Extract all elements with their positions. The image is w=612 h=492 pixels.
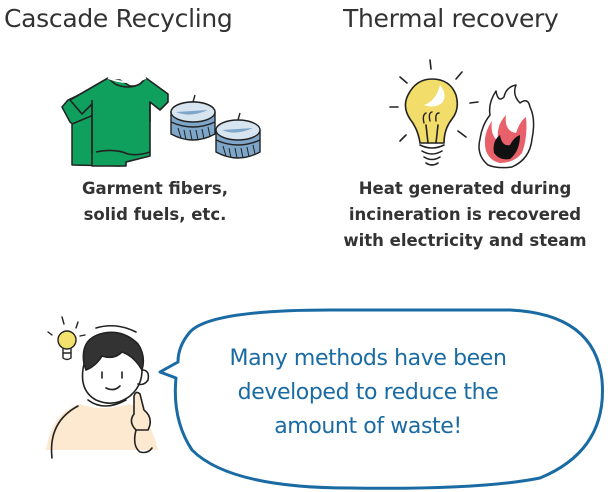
lightbulb-and-fire-icon xyxy=(389,59,535,169)
caption-line: Heat generated during xyxy=(358,179,572,198)
thermal-recovery-title: Thermal recovery xyxy=(343,4,559,33)
speech-line: developed to reduce the xyxy=(237,380,499,405)
speech-bubble xyxy=(158,308,604,490)
speech-line: Many methods have been xyxy=(229,346,507,371)
boy-character-icon xyxy=(46,316,158,459)
thermal-recovery-caption: Heat generated during incineration is re… xyxy=(320,176,610,254)
cascade-recycling-title: Cascade Recycling xyxy=(4,4,233,33)
caption-line: incineration is recovered xyxy=(348,205,582,224)
caption-line: Garment fibers, xyxy=(81,179,229,198)
tshirts-and-pellets-icon xyxy=(61,77,261,167)
cascade-recycling-caption: Garment fibers, solid fuels, etc. xyxy=(40,176,270,228)
caption-line: with electricity and steam xyxy=(343,231,587,250)
speech-bubble-text: Many methods have been developed to redu… xyxy=(198,342,538,444)
idea-lightbulb-icon xyxy=(47,316,86,361)
speech-line: amount of waste! xyxy=(274,414,462,439)
caption-line: solid fuels, etc. xyxy=(83,205,227,224)
